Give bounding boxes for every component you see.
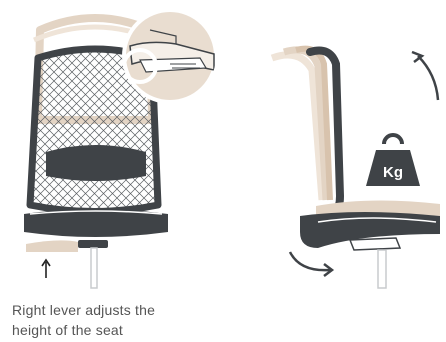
caption-line-1: Right lever adjusts the (12, 300, 155, 320)
weight-icon: Kg (366, 135, 420, 186)
lever-detail-icon (124, 10, 216, 102)
lumbar-support (46, 145, 146, 181)
up-arrow-icon (42, 260, 50, 278)
rotate-arrow-top-icon (418, 56, 438, 100)
weight-label: Kg (383, 164, 403, 181)
gas-lift-stem-side (378, 250, 386, 288)
caption-line-2: height of the seat (12, 320, 155, 340)
chair-side-view: Kg (272, 49, 440, 288)
seat-ghost (26, 240, 78, 252)
gas-lift-stem (91, 248, 97, 288)
gas-lift-base (78, 240, 108, 248)
back-recline-ghost-1 (272, 55, 322, 200)
rotate-arrow-icon (290, 252, 330, 270)
chair-front-view (24, 10, 216, 288)
caption: Right lever adjusts the height of the se… (12, 300, 155, 340)
tilt-mechanism (350, 238, 400, 250)
